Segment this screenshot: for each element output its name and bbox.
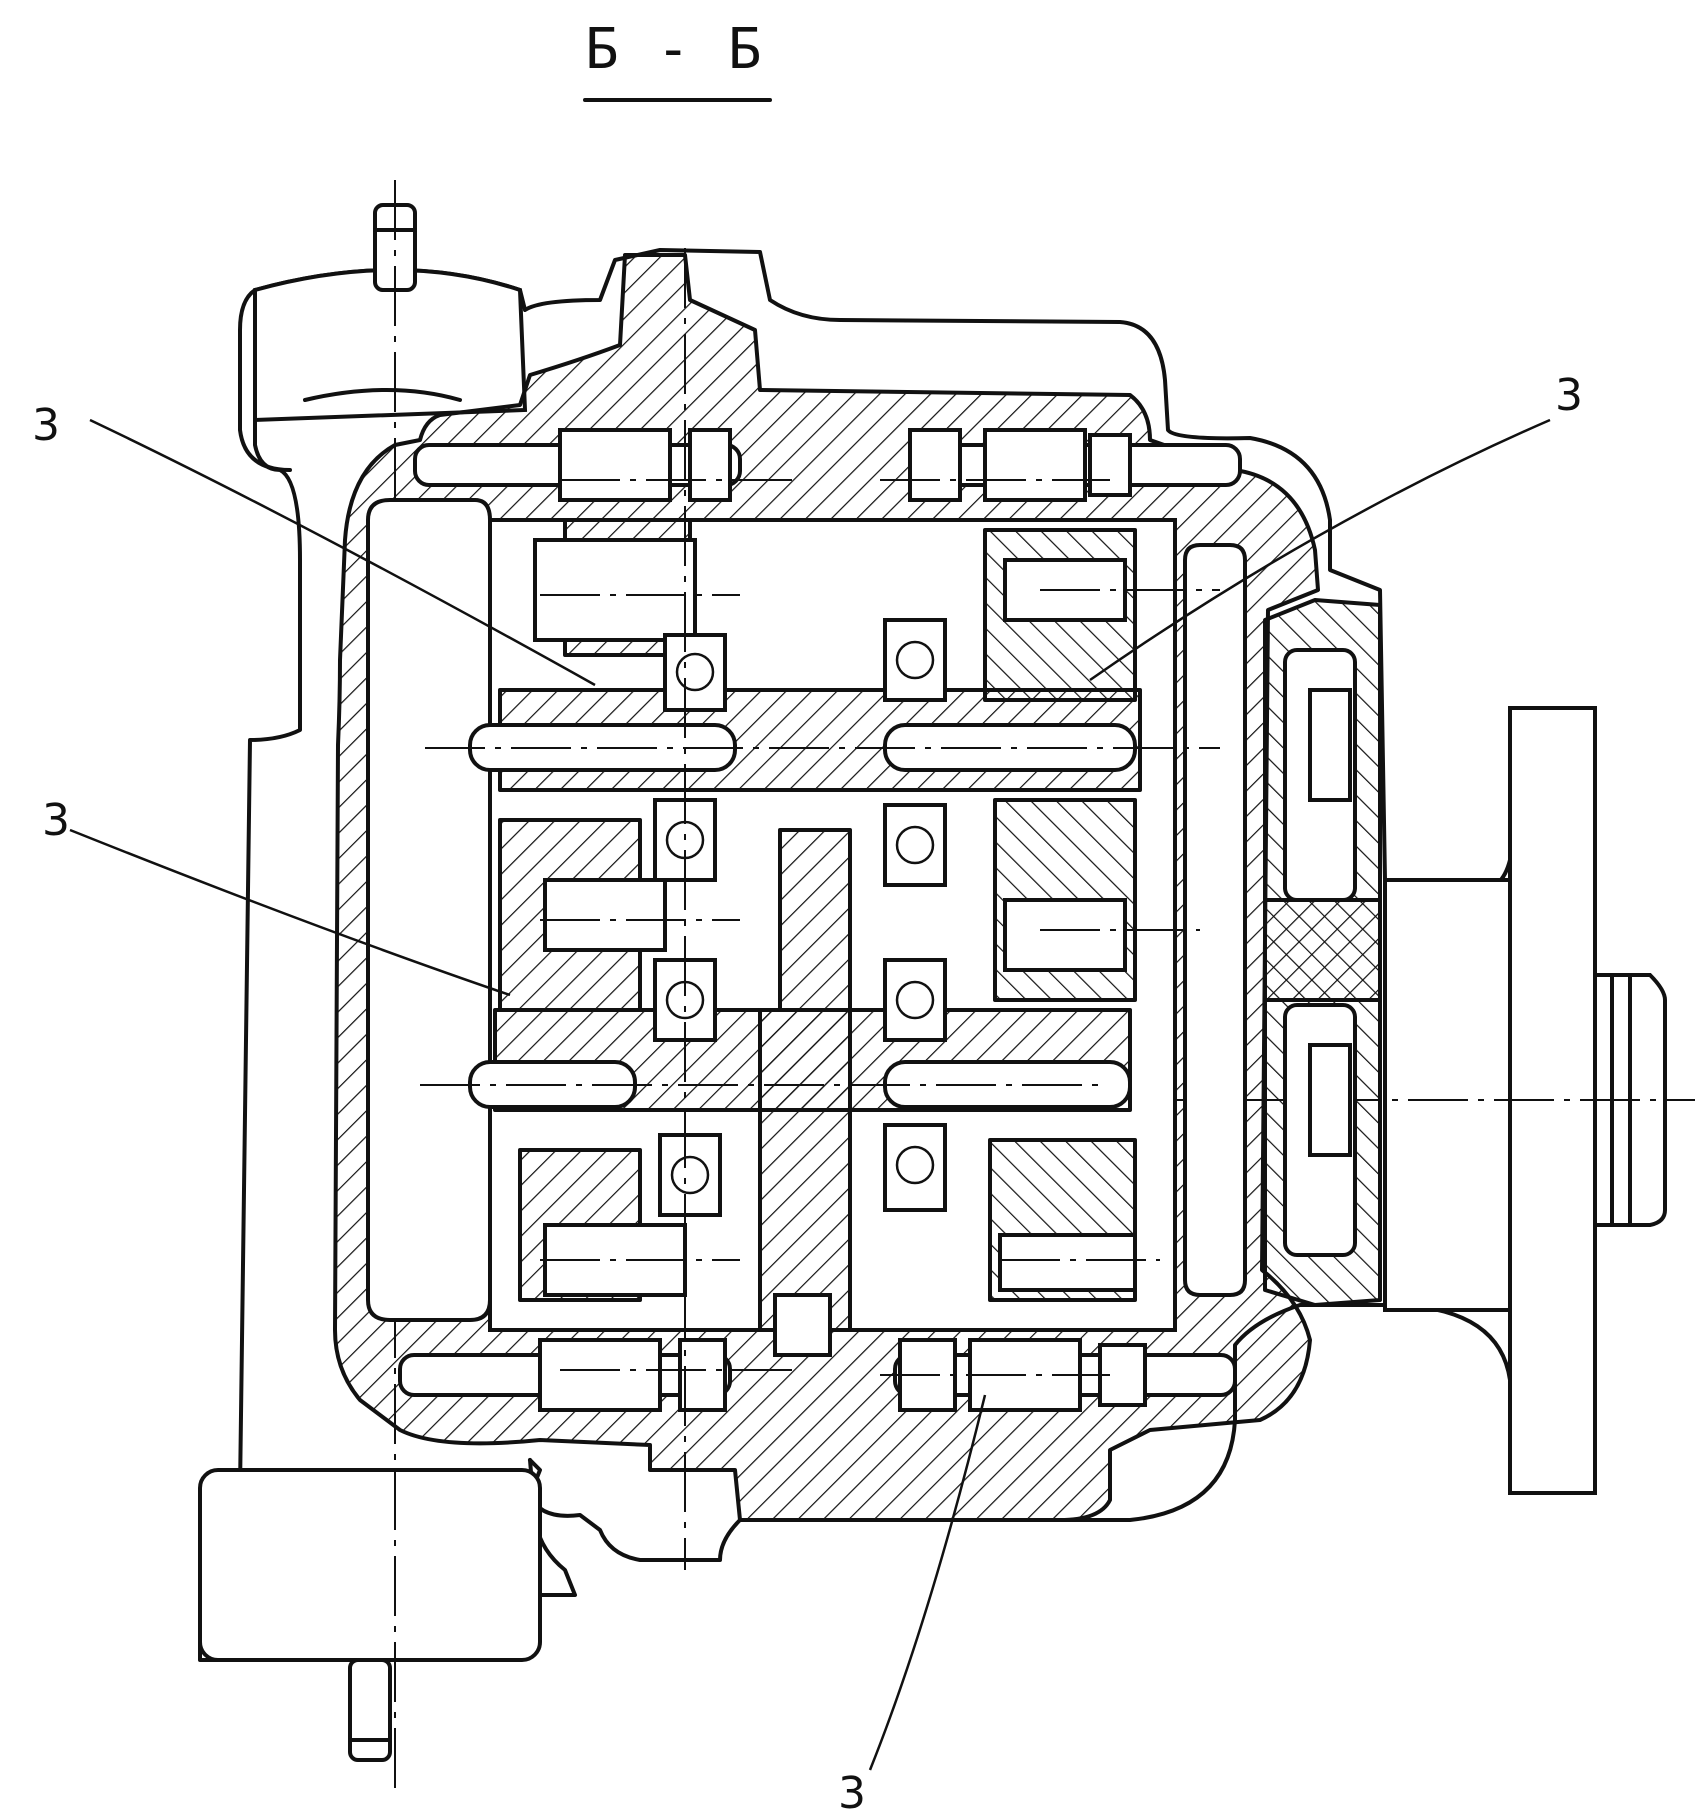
right-gears bbox=[983, 528, 1137, 1302]
output-flange bbox=[1150, 706, 1695, 1495]
callout-label-top-left: 3 bbox=[32, 400, 60, 451]
callout-label-top-right: 3 bbox=[1555, 370, 1583, 421]
top-left-boss bbox=[253, 180, 528, 1790]
bottom-stud bbox=[348, 1658, 392, 1762]
upper-shaft bbox=[425, 688, 1220, 792]
section-title: Б - Б bbox=[585, 17, 764, 82]
leader-lines bbox=[69, 418, 1551, 1771]
callout-label-bottom: 3 bbox=[838, 1768, 866, 1816]
top-bolts bbox=[413, 428, 1242, 502]
right-bearing-cover bbox=[1263, 598, 1382, 1307]
center-lines bbox=[540, 248, 1220, 1570]
callout-label-mid-left: 3 bbox=[42, 795, 70, 846]
